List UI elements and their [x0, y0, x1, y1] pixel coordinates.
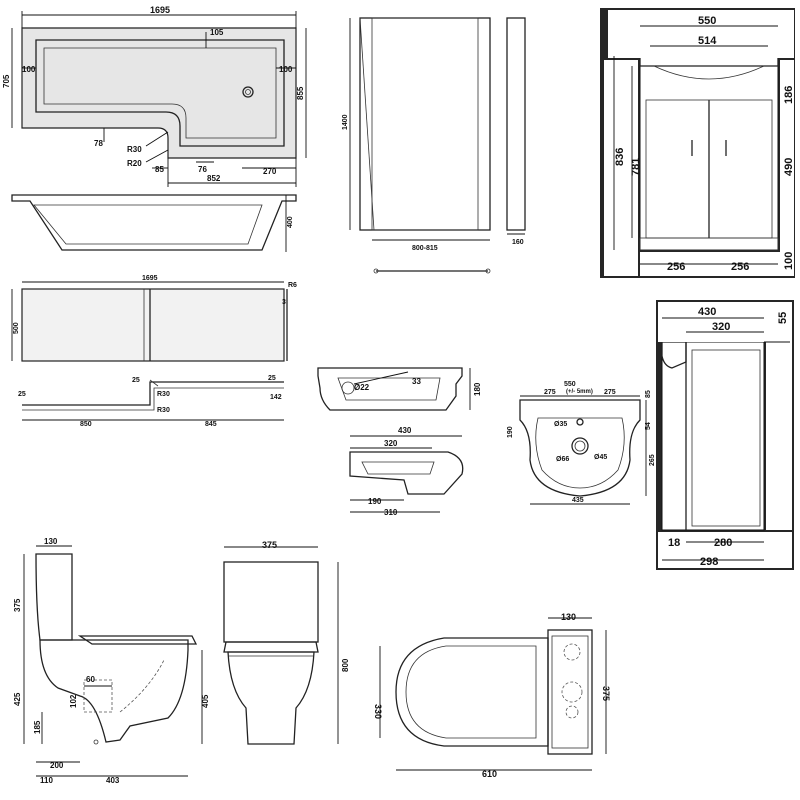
- basin-plan-width-label: 550: [564, 381, 576, 388]
- panel-height-label: 500: [13, 322, 20, 334]
- panel-r30b-label: R30: [157, 407, 170, 414]
- screen-depth-label: 160: [512, 239, 524, 246]
- panel-length-label: 1695: [142, 275, 158, 282]
- wc-front-height-label: 800: [341, 658, 350, 672]
- bath-step-label: 78: [94, 139, 103, 148]
- basin-tap-depth-label: 33: [412, 377, 421, 386]
- vanity-side-inner-label: 320: [712, 321, 730, 333]
- bath-width-label: 705: [2, 74, 11, 88]
- vanity-side-total-label: 298: [700, 556, 718, 568]
- basin-plan-waste-label: Ø66: [556, 456, 569, 463]
- bath-r30-label: R30: [127, 145, 142, 154]
- vanity-plinth-label: 100: [783, 252, 795, 270]
- wc-outlet-height-label: 102: [69, 694, 78, 708]
- vanity-basin-height-label: 186: [783, 86, 795, 104]
- basin-d190-label: 190: [368, 497, 382, 506]
- bath-height-label: 400: [287, 216, 294, 228]
- wc-outlet-low-label: 185: [33, 720, 42, 734]
- wc-setout-label: 110: [40, 776, 53, 785]
- vanity-total-height-label: 836: [614, 148, 626, 166]
- wc-outlet-width-label: 60: [86, 675, 95, 684]
- panel-s25a-label: 25: [18, 391, 26, 398]
- wc-plan-view: 130 330 375 610: [373, 612, 611, 779]
- basin-plan-d265-label: 265: [649, 454, 656, 466]
- panel-r6-label: R6: [288, 282, 297, 289]
- vanity-door-w1-label: 256: [667, 261, 685, 273]
- wc-projection-label: 403: [106, 776, 120, 785]
- vanity-door-height-label: 490: [783, 158, 795, 176]
- basin-height-label: 180: [473, 382, 482, 396]
- bath-screen-view: 1400 800-815 160: [342, 17, 526, 274]
- bath-plan-view: 1695 105 705 100 100 855 78 R30 R20 85 7…: [2, 5, 307, 187]
- panel-r30a-label: R30: [157, 391, 170, 398]
- bath-panel-view: 1695 R6 3 500 25 25 25 R30 R30 142 850 8…: [11, 275, 297, 428]
- vanity-unit-front-view: 550 514 836 781 186 490 100 256 256: [600, 8, 795, 278]
- vanity-unit-height-label: 781: [630, 158, 642, 176]
- panel-len845-label: 845: [205, 421, 217, 428]
- vanity-side-base-label: 280: [714, 537, 732, 549]
- wc-pan-height-label: 425: [13, 692, 22, 706]
- basin-plan-d190-label: 190: [507, 426, 514, 438]
- basin-plan-d54-label: 54: [645, 422, 652, 430]
- panel-end-label: 142: [270, 394, 282, 401]
- basin-plan-tolerance-label: (+/- 5mm): [566, 389, 593, 395]
- wc-cistern-depth-label: 130: [44, 537, 58, 546]
- bath-d76-label: 76: [198, 165, 207, 174]
- bath-d852-label: 852: [207, 174, 221, 183]
- basin-d310-label: 310: [384, 508, 398, 517]
- bath-inner-left-label: 100: [22, 65, 36, 74]
- bath-length-label: 1695: [150, 5, 170, 15]
- vanity-side-toe-label: 18: [668, 537, 680, 549]
- basin-tap-dia-label: Ø22: [354, 383, 370, 392]
- wc-plan-cistern-label: 130: [561, 612, 576, 622]
- panel-s25b-label: 25: [132, 377, 140, 384]
- bath-inner-top-label: 105: [210, 28, 224, 37]
- wc-total-height-label: 405: [201, 694, 210, 708]
- panel-thickness-label: 3: [282, 299, 286, 306]
- basin-inner-depth-label: 320: [384, 439, 398, 448]
- basin-depth-label: 430: [398, 426, 412, 435]
- vanity-unit-side-view: 430 320 55 18 280 298: [656, 300, 794, 570]
- wc-plan-length-label: 610: [482, 769, 497, 779]
- wc-cistern-height-label: 375: [13, 598, 22, 612]
- basin-plan-bottom-label: 435: [572, 497, 584, 504]
- panel-s25c-label: 25: [268, 375, 276, 382]
- vanity-side-depth-label: 430: [698, 306, 716, 318]
- bath-width-right-label: 855: [296, 86, 305, 100]
- vanity-width-label: 550: [698, 15, 716, 27]
- screen-height-label: 1400: [342, 114, 349, 130]
- basin-plan-view: 550 (+/- 5mm) 275 275 85 190 Ø35 54 Ø66 …: [507, 381, 656, 505]
- bath-inner-right-label: 100: [279, 65, 293, 74]
- bath-d85-label: 85: [155, 165, 164, 174]
- wc-plan-width-label: 330: [373, 704, 383, 719]
- wc-front-view: 375 800: [223, 540, 350, 745]
- wc-back-label: 200: [50, 761, 64, 770]
- screen-width-label: 800-815: [412, 245, 438, 252]
- vanity-inner-width-label: 514: [698, 35, 717, 47]
- basin-plan-waste2-label: Ø45: [594, 454, 607, 461]
- wc-side-view: 130 375 425 405 60 102 185 200 110 403: [13, 537, 210, 785]
- wc-front-width-label: 375: [262, 540, 277, 550]
- panel-len850-label: 850: [80, 421, 92, 428]
- basin-plan-left-label: 275: [544, 389, 556, 396]
- wc-plan-tank-label: 375: [601, 686, 611, 701]
- vanity-side-lip-label: 55: [777, 312, 789, 324]
- basin-plan-tap-label: Ø35: [554, 421, 567, 428]
- bath-r20-label: R20: [127, 159, 142, 168]
- basin-side-view: Ø22 33 180 430 320 190 310: [317, 367, 482, 517]
- bath-side-view: 400: [11, 194, 297, 252]
- basin-plan-right-label: 275: [604, 389, 616, 396]
- vanity-door-w2-label: 256: [731, 261, 749, 273]
- basin-plan-top-label: 85: [645, 390, 652, 398]
- bath-d270-label: 270: [263, 167, 277, 176]
